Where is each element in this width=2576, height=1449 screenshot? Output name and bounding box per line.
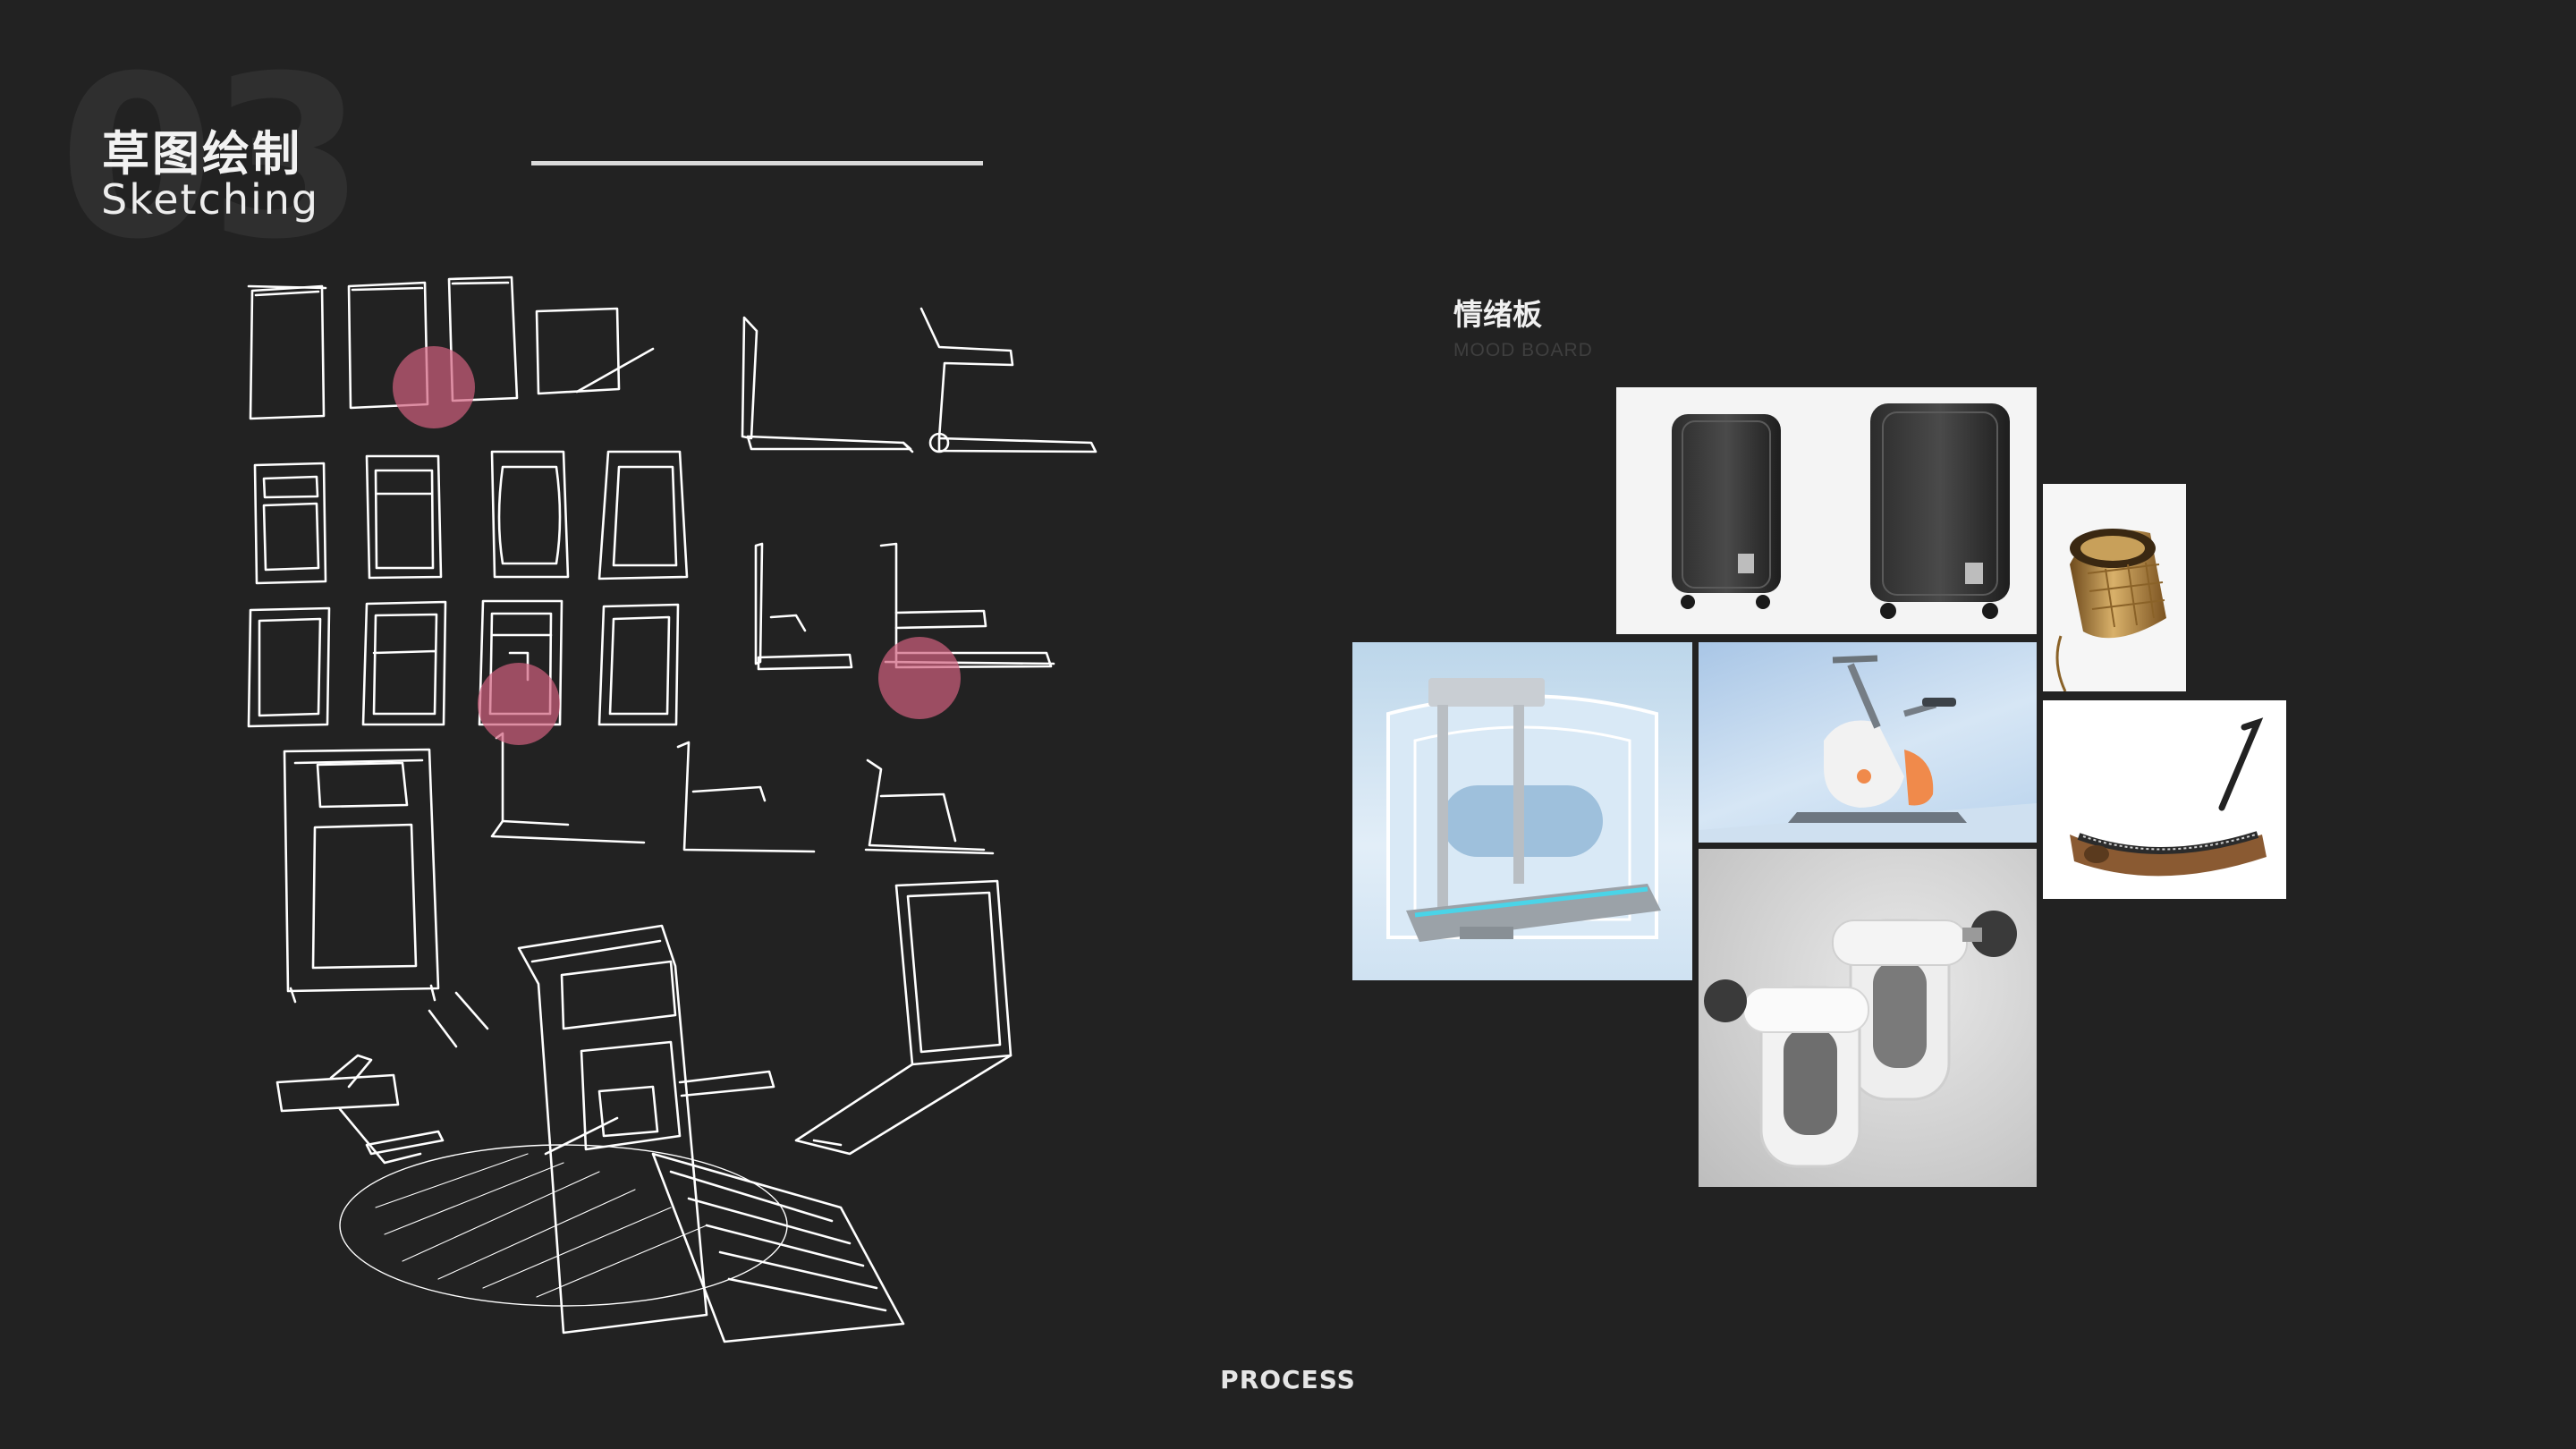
massage-gun-render — [1699, 849, 2037, 1187]
sketch-row-2 — [253, 450, 689, 585]
sketch-drawings — [224, 259, 1118, 1343]
page-title-en: Sketching — [101, 175, 320, 224]
exercise-bike-render — [1699, 642, 2037, 843]
page-title-cn: 草图绘制 — [102, 127, 302, 182]
footer-label: PROCESS — [1220, 1365, 1356, 1394]
mood-board-title: 情绪板 — [1453, 297, 1542, 332]
header-divider — [531, 161, 983, 165]
treadmill-render — [1352, 642, 1692, 980]
gold-ring-photo — [2043, 484, 2186, 691]
sketch-row-3 — [247, 599, 680, 728]
sketch-front-view — [283, 748, 440, 1004]
sketch-main-treadmill — [339, 924, 905, 1343]
sketch-handle — [275, 1054, 445, 1165]
luggage-photo — [1616, 387, 2037, 634]
sketch-right-treadmill — [794, 879, 1013, 1156]
curved-treadmill-photo — [2043, 700, 2286, 899]
section-number-watermark: 03 — [59, 28, 365, 288]
accent-dot — [478, 663, 560, 745]
mood-board-subtitle: MOOD BOARD — [1453, 340, 1593, 360]
accent-dot — [393, 346, 475, 428]
sketch-row-4 — [490, 732, 995, 855]
accent-dot — [878, 637, 961, 719]
sketch-side-views — [741, 307, 1097, 671]
